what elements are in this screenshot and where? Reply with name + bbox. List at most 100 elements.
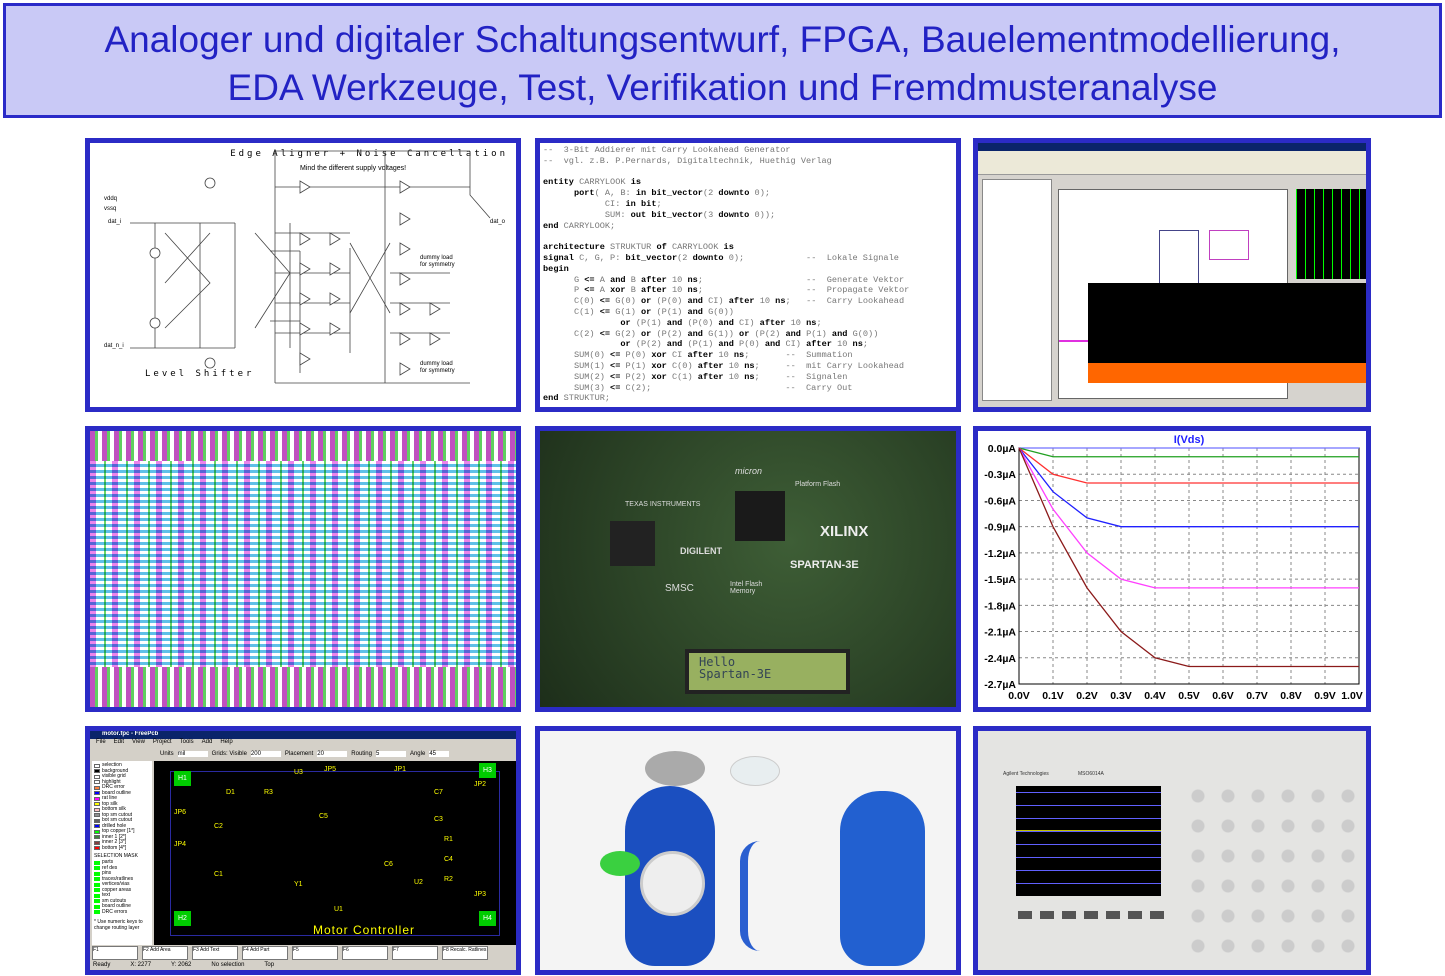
mask-item[interactable]: parts xyxy=(94,859,150,866)
layer-item[interactable]: rat line xyxy=(94,795,150,802)
routing-select[interactable]: 5 xyxy=(375,750,406,757)
pcb-ref-designator[interactable]: JP2 xyxy=(474,781,487,788)
softkeys[interactable] xyxy=(1018,911,1168,919)
pcb-ref-designator[interactable]: Y1 xyxy=(294,881,303,888)
layer-item[interactable]: top silk xyxy=(94,801,150,808)
pcb-ref-designator[interactable]: JP3 xyxy=(474,891,487,898)
function-key-button[interactable]: F5 xyxy=(292,946,338,960)
pcb-ref-designator[interactable]: C5 xyxy=(319,813,328,820)
menu-edit[interactable]: Edit xyxy=(113,739,125,745)
layer-item[interactable]: inner 2 [3*] xyxy=(94,839,150,846)
mask-checkbox[interactable] xyxy=(94,899,100,904)
code-line: P <= A xor B after 10 ns; -- Propagate V… xyxy=(543,285,910,296)
mask-checkbox[interactable] xyxy=(94,910,100,915)
mask-item[interactable]: sm cutouts xyxy=(94,898,150,905)
mask-checkbox[interactable] xyxy=(94,888,100,893)
layer-item[interactable]: visible grid xyxy=(94,773,150,780)
layer-item[interactable]: highlight xyxy=(94,779,150,786)
pcb-ref-designator[interactable]: C3 xyxy=(434,816,443,823)
mask-checkbox[interactable] xyxy=(94,871,100,876)
pcb-ref-designator[interactable]: R2 xyxy=(444,876,453,883)
mask-label: DRC errors xyxy=(102,908,128,915)
mask-checkbox[interactable] xyxy=(94,877,100,882)
layer-item[interactable]: DRC error xyxy=(94,784,150,791)
layer-item[interactable]: top sm cutout xyxy=(94,812,150,819)
function-key-button[interactable]: F6 xyxy=(342,946,388,960)
function-key-button[interactable]: F3 Add Text xyxy=(192,946,238,960)
mask-label: text xyxy=(102,892,111,898)
pcb-ref-designator[interactable]: JP5 xyxy=(324,766,337,773)
angle-select[interactable]: 45 xyxy=(429,750,450,757)
pcb-ref-designator[interactable]: C1 xyxy=(214,871,223,878)
y-tick-label: -1.5µA xyxy=(984,574,1016,586)
mask-checkbox[interactable] xyxy=(94,866,100,871)
pcb-ref-designator[interactable]: JP4 xyxy=(174,841,187,848)
layer-item[interactable]: bot sm cutout xyxy=(94,817,150,824)
layer-item[interactable]: inner 1 [2*] xyxy=(94,834,150,841)
pcb-ref-designator[interactable]: C7 xyxy=(434,789,443,796)
mask-title: SELECTION MASK xyxy=(94,853,138,859)
pcb-ref-designator[interactable]: C2 xyxy=(214,823,223,830)
layer-swatch xyxy=(94,846,100,851)
units-select[interactable]: mil xyxy=(177,750,208,757)
schematic-drawing xyxy=(130,150,491,384)
mask-checkbox[interactable] xyxy=(94,893,100,898)
mask-item[interactable]: board outline xyxy=(94,903,150,910)
mask-checkbox[interactable] xyxy=(94,904,100,909)
pcb-ref-designator[interactable]: JP6 xyxy=(174,809,187,816)
pcb-ref-designator[interactable]: U1 xyxy=(334,906,343,913)
pcb-ref-designator[interactable]: C6 xyxy=(384,861,393,868)
pcb-ref-designator[interactable]: H3 xyxy=(479,763,496,778)
layer-item[interactable]: drilled hole xyxy=(94,823,150,830)
layer-swatch xyxy=(94,769,100,774)
mask-item[interactable]: text xyxy=(94,892,150,899)
function-key-button[interactable]: F2 Add Area xyxy=(142,946,188,960)
menu-view[interactable]: View xyxy=(132,739,145,745)
layer-item[interactable]: selection xyxy=(94,762,150,769)
menu-help[interactable]: Help xyxy=(220,739,233,745)
menu-tools[interactable]: Tools xyxy=(179,739,194,745)
layer-swatch xyxy=(94,763,100,768)
pcb-ref-designator[interactable]: U2 xyxy=(414,879,423,886)
units-label: Units xyxy=(160,750,174,757)
pcb-ref-designator[interactable]: C4 xyxy=(444,856,453,863)
layer-item[interactable]: top copper [1*] xyxy=(94,828,150,835)
series-line-2 xyxy=(1018,447,1359,484)
menu-project[interactable]: Project xyxy=(152,739,172,745)
function-key-button[interactable]: F7 xyxy=(392,946,438,960)
pcb-ref-designator[interactable]: H2 xyxy=(174,911,191,926)
mask-item[interactable]: ref des xyxy=(94,865,150,872)
grid-select[interactable]: 200 xyxy=(250,750,281,757)
menu-add[interactable]: Add xyxy=(201,739,213,745)
placement-select[interactable]: 20 xyxy=(317,750,348,757)
mask-item[interactable]: traces/ratlines xyxy=(94,876,150,883)
layer-item[interactable]: background xyxy=(94,768,150,775)
menu-file[interactable]: File xyxy=(96,739,106,745)
pcb-ref-designator[interactable]: R3 xyxy=(264,789,273,796)
function-key-button[interactable]: F4 Add Part xyxy=(242,946,288,960)
layer-item[interactable]: bottom [4*] xyxy=(94,845,150,852)
mask-checkbox[interactable] xyxy=(94,860,100,865)
pcb-ref-designator[interactable]: U3 xyxy=(294,769,303,776)
mask-item[interactable]: pins xyxy=(94,870,150,877)
pcb-ref-designator[interactable]: D1 xyxy=(226,789,235,796)
mask-item[interactable]: vertices/vias xyxy=(94,881,150,888)
mask-checkbox[interactable] xyxy=(94,882,100,887)
pcb-ref-designator[interactable]: H4 xyxy=(479,911,496,926)
function-key-button[interactable]: F1 xyxy=(92,946,138,960)
y-tick-label: -2.4µA xyxy=(984,653,1016,665)
express-vi xyxy=(1209,230,1249,260)
pcb-ref-designator[interactable]: JP1 xyxy=(394,766,407,773)
layer-item[interactable]: bottom silk xyxy=(94,806,150,813)
schematic-panel: Edge Aligner + Noise Cancellation Mind t… xyxy=(85,138,521,412)
control-knobs[interactable] xyxy=(1183,781,1363,961)
pcb-ref-designator[interactable]: R1 xyxy=(444,836,453,843)
layer-item[interactable]: board outline xyxy=(94,790,150,797)
mask-item[interactable]: DRC errors xyxy=(94,908,150,916)
pcb-ref-designator[interactable]: H1 xyxy=(174,771,191,786)
function-key-button[interactable]: F8 Recalc. Ratlines xyxy=(442,946,488,960)
mask-item[interactable]: copper areas xyxy=(94,887,150,894)
